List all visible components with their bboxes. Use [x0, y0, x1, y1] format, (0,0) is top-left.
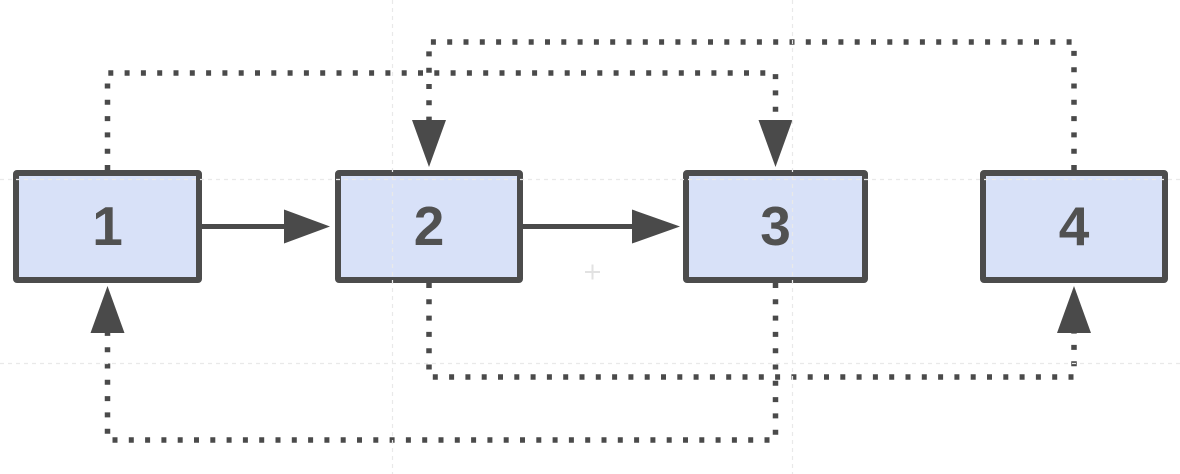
- edge-1-to-3-arrowhead: [758, 120, 793, 167]
- node-1[interactable]: 1: [13, 170, 202, 283]
- edge-4-to-2-dotted-arrow[interactable]: [412, 39, 1077, 170]
- node-3[interactable]: 3: [683, 170, 868, 283]
- edge-1-to-3-dotted-arrow[interactable]: [104, 70, 793, 170]
- edge-2-to-4-line: [426, 283, 1077, 380]
- edge-1-to-2-arrowhead: [284, 209, 330, 244]
- edge-2-to-3-arrowhead: [632, 209, 680, 244]
- node-2[interactable]: 2: [335, 170, 523, 283]
- node-3-label: 3: [760, 195, 791, 257]
- node-1-label: 1: [92, 195, 123, 257]
- node-4-label: 4: [1058, 195, 1090, 257]
- edge-3-to-1-line: [104, 283, 779, 443]
- edge-2-to-3-solid-arrow[interactable]: [523, 209, 680, 244]
- edge-2-to-4-dotted-arrow[interactable]: [426, 283, 1091, 380]
- node-4[interactable]: 4: [980, 170, 1168, 283]
- edge-4-to-2-arrowhead: [412, 120, 446, 167]
- node-2-label: 2: [413, 195, 445, 257]
- edge-4-to-2-line: [426, 39, 1077, 170]
- edge-3-to-1-arrowhead: [90, 286, 125, 333]
- edge-3-to-1-dotted-arrow[interactable]: [90, 283, 779, 443]
- edge-2-to-4-arrowhead: [1057, 286, 1091, 333]
- edge-1-to-2-solid-arrow[interactable]: [202, 209, 330, 244]
